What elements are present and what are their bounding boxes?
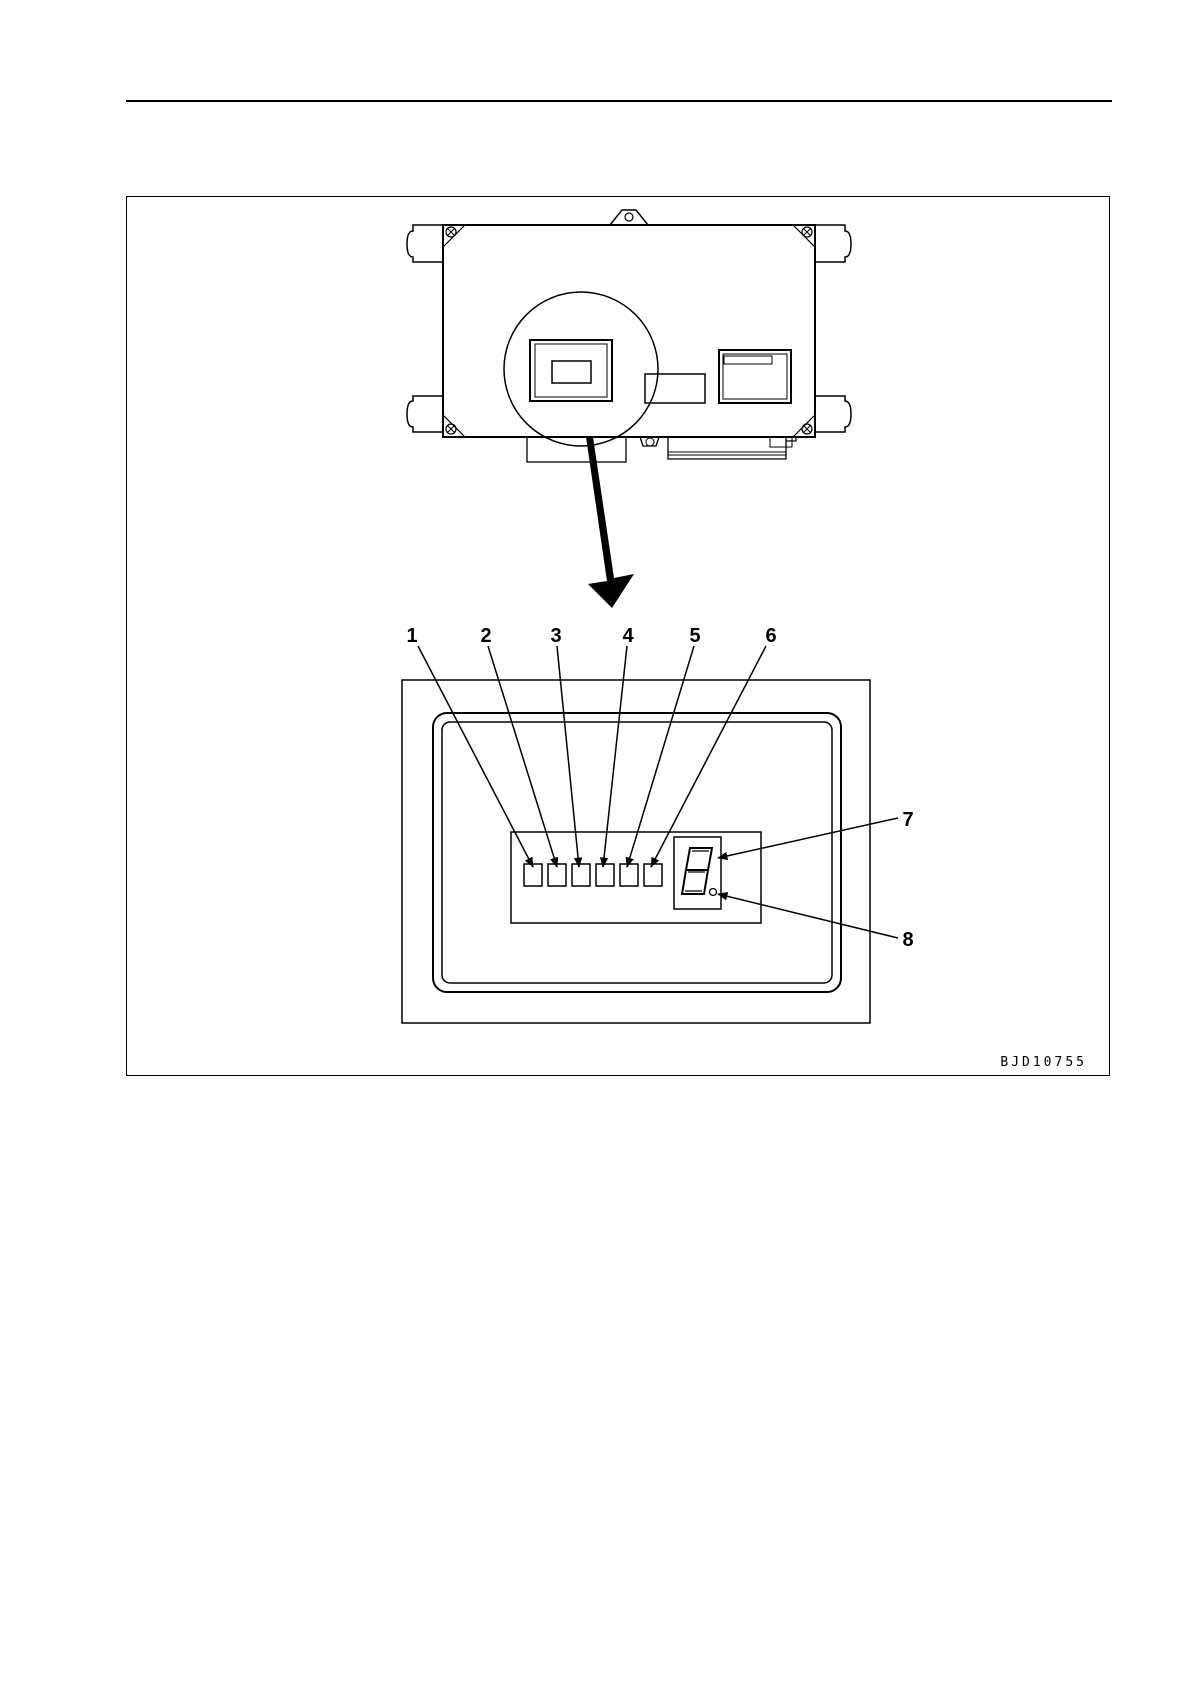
screw-icon [802, 227, 812, 237]
screw-icon [802, 424, 812, 434]
callout-5: 5 [689, 625, 700, 647]
led-5 [620, 864, 638, 886]
callout-7: 7 [902, 809, 913, 831]
led-4 [596, 864, 614, 886]
callout-1: 1 [406, 625, 417, 647]
dot-point [710, 889, 717, 896]
led-1 [524, 864, 542, 886]
callout-2: 2 [480, 625, 491, 647]
callout-6: 6 [765, 625, 776, 647]
callout-8: 8 [902, 929, 913, 951]
figure-code: BJD10755 [1000, 1055, 1087, 1070]
screw-icon [446, 227, 456, 237]
led-2 [548, 864, 566, 886]
led-3 [572, 864, 590, 886]
led-6 [644, 864, 662, 886]
controller-unit [407, 210, 851, 462]
seven-segment-display [674, 837, 721, 909]
callout-4: 4 [622, 625, 634, 647]
screw-icon [446, 424, 456, 434]
leader-lines [418, 646, 898, 938]
screw-icon [646, 438, 654, 446]
panel-detail [402, 680, 870, 1023]
callout-3: 3 [550, 625, 561, 647]
